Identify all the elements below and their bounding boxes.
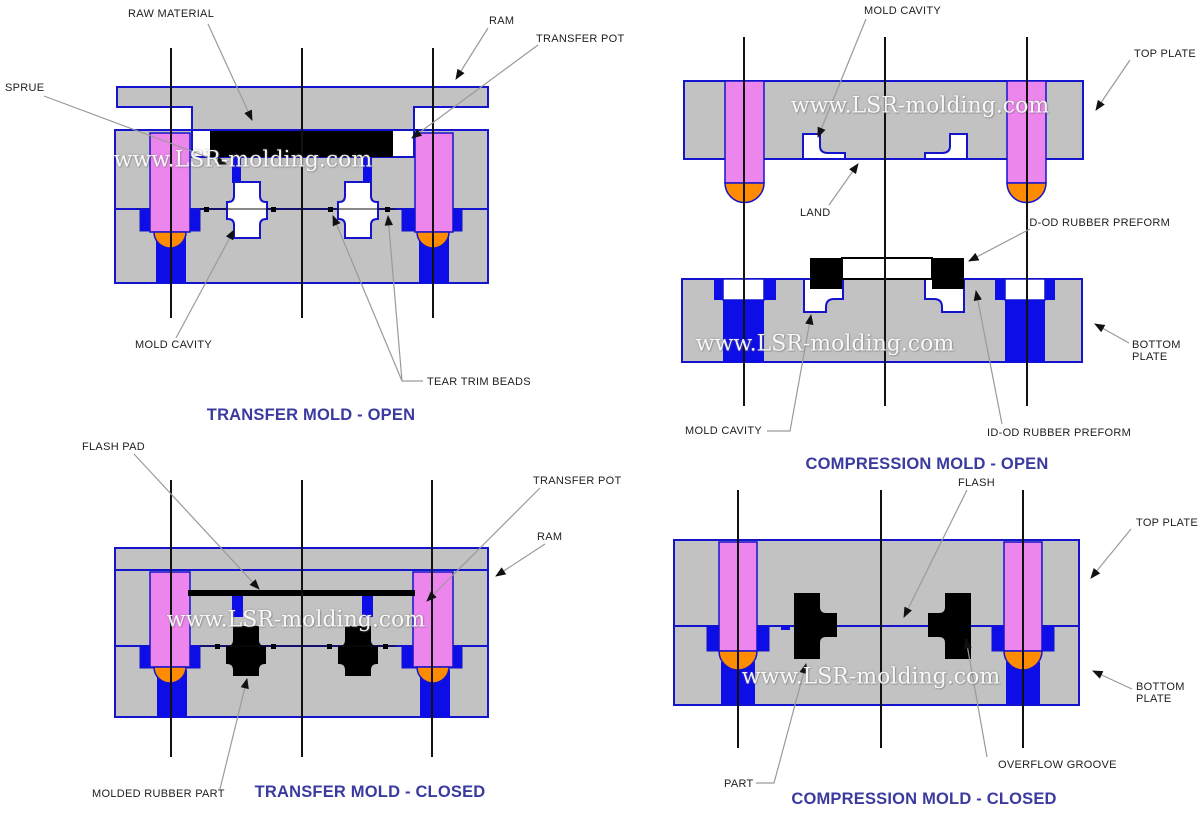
sprue-gate-left [232, 157, 241, 183]
tear-trim-bead [383, 644, 388, 649]
leader-tear-trim-2 [384, 214, 403, 382]
tear-trim-bead [385, 207, 390, 212]
label-raw-material: RAW MATERIAL [128, 8, 215, 20]
leader-mold-cavity-top [817, 18, 867, 138]
leader-transfer-pot [426, 487, 541, 602]
leader-flash-pad [133, 453, 260, 590]
receptacle-peg [995, 279, 1005, 300]
label-mold-cavity: MOLD CAVITY [135, 339, 213, 351]
molded-part-left [794, 593, 837, 659]
leader-overflow-groove [963, 637, 988, 758]
label-preform-bottom: ID-OD RUBBER PREFORM [987, 427, 1132, 439]
tear-trim-bead [271, 207, 276, 212]
leader-ram [455, 27, 489, 80]
label-sprue: SPRUE [5, 82, 45, 94]
molded-part-right [338, 626, 378, 676]
leader-ram [495, 543, 546, 577]
label-flash: FLASH [958, 477, 995, 489]
label-ram: RAM [537, 531, 563, 543]
mold-cavity-left [802, 133, 846, 160]
leader-part [756, 662, 808, 784]
preform-ring-web [841, 257, 933, 280]
label-land: LAND [800, 207, 831, 219]
label-bottom-plate: BOTTOM PLATE [1132, 339, 1181, 363]
tear-trim-bead [215, 644, 220, 649]
leader-tear-trim-1 [332, 215, 403, 382]
leader-mold-cavity [175, 229, 235, 339]
leader-top-plate [1090, 528, 1132, 579]
leader-bottom-plate [1094, 323, 1130, 344]
leader-top-plate [1095, 59, 1131, 111]
leader-land [828, 163, 859, 206]
leader-sprue [43, 95, 227, 165]
receptacle-peg [714, 279, 723, 300]
leader-preform-bottom [973, 289, 1003, 425]
label-molded-rubber-part: MOLDED RUBBER PART [92, 788, 225, 800]
leader-raw-material [207, 23, 253, 121]
watermark: www.LSR-molding.com [695, 331, 955, 357]
tear-trim-bead [271, 644, 276, 649]
leader-flash [903, 489, 968, 618]
sprue-gate-right [362, 596, 373, 617]
label-bottom-plate: BOTTOM PLATE [1136, 681, 1185, 705]
mold-cavity-right [924, 133, 968, 160]
leader-bottom-plate [1092, 670, 1133, 690]
label-transfer-pot: TRANSFER POT [536, 33, 625, 45]
receptacle-peg [764, 279, 776, 300]
sprue-gate-right [363, 157, 372, 183]
watermark: www.LSR-molding.com [790, 93, 1050, 119]
transfer-mold-closed-drawing [114, 453, 546, 790]
compression-mold-closed-drawing [673, 489, 1133, 784]
mold-cavity-left [226, 181, 268, 239]
label-ram: RAM [489, 15, 515, 27]
receptacle-channel-right [1005, 300, 1045, 362]
leader-molded-rubber-part [219, 677, 249, 790]
mold-cavity-right [337, 181, 379, 239]
overflow-groove-left [781, 626, 790, 630]
leader-mold-cavity-bottom [767, 313, 814, 432]
label-flash-pad: FLASH PAD [82, 441, 146, 453]
molded-part-left [226, 626, 266, 676]
label-part: PART [724, 778, 754, 790]
label-top-plate: TOP PLATE [1136, 517, 1199, 529]
tear-trim-bead [204, 207, 209, 212]
label-transfer-pot: TRANSFER POT [533, 475, 622, 487]
label-overflow-groove: OVERFLOW GROOVE [998, 759, 1117, 771]
title-compression-mold-open: COMPRESSION MOLD - OPEN [805, 455, 1049, 473]
rubber-preform-left [810, 258, 842, 289]
label-mold-cavity-bottom: MOLD CAVITY [685, 425, 763, 437]
sprue-gate-left [232, 596, 243, 617]
leader-transfer-pot [411, 44, 539, 139]
leader-preform-top [968, 228, 1031, 262]
title-transfer-mold-closed: TRANSFER MOLD - CLOSED [254, 783, 486, 801]
label-preform-top: ID-OD RUBBER PREFORM [1026, 217, 1171, 229]
watermark: www.LSR-molding.com [741, 664, 1001, 690]
molded-part-right [928, 593, 971, 659]
compression-mold-open-drawing [681, 18, 1131, 432]
transfer-mold-open-drawing [43, 23, 539, 382]
label-mold-cavity-top: MOLD CAVITY [864, 5, 942, 17]
receptacle-peg [1045, 279, 1055, 300]
rubber-preform-right [932, 258, 964, 289]
tear-trim-bead [327, 644, 332, 649]
watermark: www.LSR-molding.com [113, 147, 373, 173]
tear-trim-bead [328, 207, 333, 212]
title-transfer-mold-open: TRANSFER MOLD - OPEN [206, 406, 416, 424]
label-top-plate: TOP PLATE [1134, 48, 1197, 60]
watermark: www.LSR-molding.com [166, 607, 426, 633]
title-compression-mold-closed: COMPRESSION MOLD - CLOSED [791, 790, 1057, 808]
label-tear-trim-beads: TEAR TRIM BEADS [427, 376, 531, 388]
receptacle-opening-right [1004, 278, 1046, 301]
